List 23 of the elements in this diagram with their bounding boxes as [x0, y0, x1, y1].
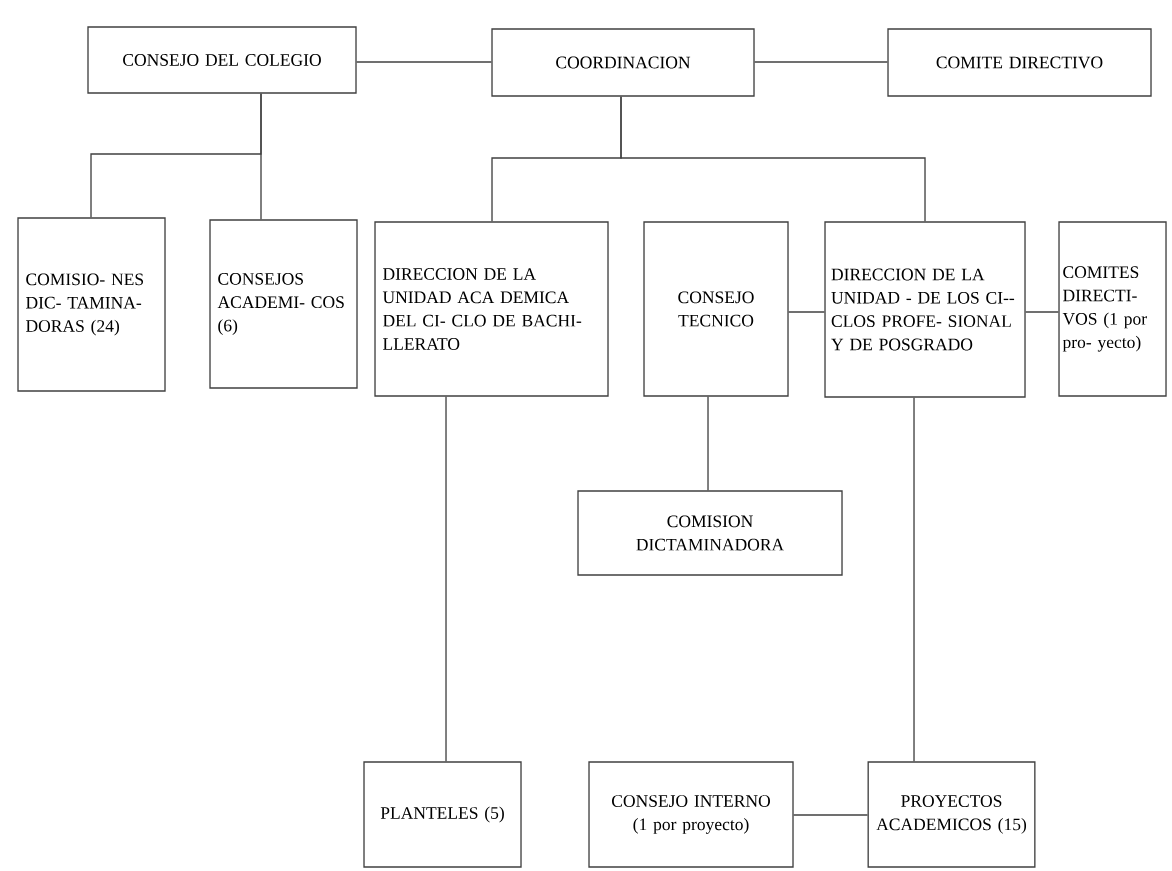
connector-line	[445, 396, 447, 762]
org-box: COMISIO- NES DIC- TAMINA- DORAS (24)	[17, 217, 166, 392]
connector-line	[1025, 311, 1059, 313]
org-box: COMISION DICTAMINADORA	[577, 490, 843, 576]
org-box: COORDINACION	[491, 28, 755, 97]
org-box: PLANTELES (5)	[363, 761, 522, 868]
org-box: CONSEJO INTERNO (1 por proyecto)	[588, 761, 794, 868]
connector-line	[788, 311, 825, 313]
org-box: DIRECCION DE LA UNIDAD - DE LOS CI-- CLOS PROFE- SIONAL Y DE POSGRADO	[824, 221, 1026, 398]
connector-line	[754, 61, 888, 63]
org-box: DIRECCION DE LA UNIDAD ACA DEMICA DEL CI- CLO DE BACHI- LLERATO	[374, 221, 609, 397]
org-box: COMITES DIRECTI- VOS (1 por pro- yecto)	[1058, 221, 1167, 397]
connector-line	[793, 814, 869, 816]
org-box: CONSEJOS ACADEMI- COS (6)	[209, 219, 358, 389]
org-box: COMITE DIRECTIVO	[887, 28, 1152, 97]
connector-line	[620, 96, 926, 222]
connector-line	[260, 93, 262, 220]
connector-line	[707, 396, 709, 491]
org-box: PROYECTOS ACADEMICOS (15)	[867, 761, 1036, 868]
org-box: CONSEJO DEL COLEGIO	[87, 26, 357, 94]
connector-line	[356, 61, 492, 63]
org-box: CONSEJO TECNICO	[643, 221, 789, 397]
connector-line	[913, 397, 915, 762]
